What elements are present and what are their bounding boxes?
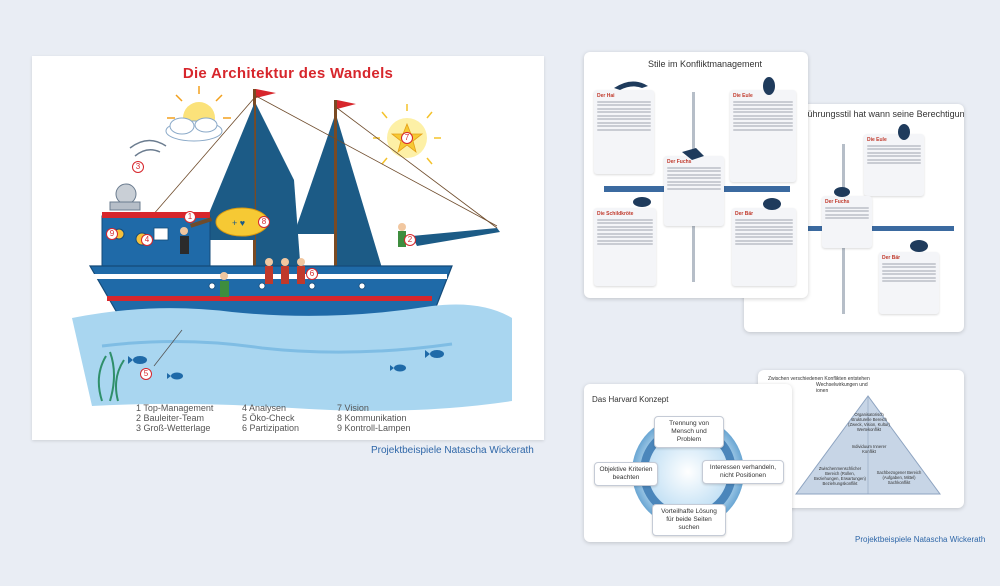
legend-column-1: 1 Top-Management 2 Baulei­ter-Team 3 Gro…	[136, 403, 213, 433]
owl-icon	[763, 77, 775, 95]
animal-card-turtle: Die Schildkröte	[594, 208, 656, 286]
pyramid-title: Zwischen verschiedenen Konflikten entste…	[768, 376, 870, 394]
pyramid-top-label: Organisatorisch strukturelle Bereich (Zw…	[848, 412, 890, 432]
legend-column-2: 4 Analysen 5 Öko-Check 6 Partizipation	[242, 403, 299, 433]
caption-left: Projektbeispiele Natascha Wickerath	[371, 445, 534, 456]
pyramid-right-label: Sachbezogener Bereich (Aufgaben, Mittel)…	[876, 470, 922, 485]
legend-column-3: 7 Vision 8 Kommunikation 9 Kontroll-Lamp…	[337, 403, 411, 433]
animal-card-fox: Der Fuchs	[822, 196, 872, 248]
caption-right: Projektbeispiele Natascha Wickerath	[855, 535, 986, 544]
leadership-card-title: Führungsstil hat wann seine Berechtigung…	[802, 109, 964, 119]
marker-8: 8	[258, 216, 270, 228]
marker-9: 9	[106, 228, 118, 240]
svg-text:+ ♥: + ♥	[232, 218, 245, 228]
radar-dish-icon	[109, 139, 167, 211]
legend-item: 1 Top-Management	[136, 403, 214, 413]
conflict-management-card: Stile im Konfliktmanagement Der Hai Die …	[584, 52, 808, 298]
legend-item: 5 Öko-Check	[242, 413, 295, 423]
animal-card-owl: Die Eule	[864, 134, 924, 196]
marker-7: 7	[401, 132, 413, 144]
harvard-box-solution: Vorteilhafte Lösung für beide Seiten suc…	[652, 504, 726, 536]
fox-icon	[834, 187, 850, 197]
marker-5: 5	[140, 368, 152, 380]
bear-icon	[763, 198, 781, 210]
harvard-concept-card: Das Harvard Konzept Trennung von Mensch …	[584, 384, 792, 542]
legend-item: 3 Groß-Wetterlage	[136, 423, 211, 433]
harvard-box-interests: Interessen verhandeln, nicht Positionen	[702, 460, 784, 484]
conflict-pyramid	[795, 395, 941, 495]
marker-2: 2	[404, 234, 416, 246]
harvard-box-separate: Trennung von Mensch und Problem	[654, 416, 724, 448]
conflict-pyramid-card: Zwischen verschiedenen Konflikten entste…	[758, 370, 964, 508]
pyramid-middle-label: Individuum Innerer Konflikt	[851, 444, 887, 454]
legend-item: 8 Kommunikation	[337, 413, 407, 423]
sun-cloud-icon	[165, 86, 231, 142]
conflict-card-title: Stile im Konfliktmanagement	[648, 59, 763, 69]
turtle-icon	[633, 197, 651, 207]
legend-item: 6 Partizipation	[242, 423, 300, 433]
legend-item: 2 Baulei­ter-Team	[136, 413, 205, 423]
harvard-card-title: Das Harvard Konzept	[592, 395, 669, 404]
marker-1: 1	[184, 211, 196, 223]
animal-card-bear: Der Bär	[879, 252, 939, 314]
fox-icon	[682, 148, 704, 160]
legend-item: 9 Kontroll-Lampen	[337, 423, 411, 433]
ship-title: Die Architektur des Wandels	[182, 65, 394, 82]
animal-card-shark: Der Hai	[594, 90, 654, 174]
shark-icon	[614, 81, 648, 90]
animal-card-owl: Die Eule	[730, 90, 796, 182]
marker-3: 3	[132, 161, 144, 173]
legend-item: 7 Vision	[337, 403, 369, 413]
animal-card-bear: Der Bär	[732, 208, 796, 286]
crew-figures	[180, 217, 406, 297]
pyramid-left-label: Zwischenmenschlicher Bereich (Rollen, Be…	[814, 466, 866, 486]
ship-illustration-panel: Die Architektur des Wandels	[32, 56, 544, 440]
bear-icon	[910, 240, 928, 252]
harvard-box-criteria: Objektive Kriterien beachten	[594, 462, 658, 486]
marker-6: 6	[306, 268, 318, 280]
legend-item: 4 Analysen	[242, 403, 287, 413]
ship-illustration: + ♥	[72, 86, 512, 411]
owl-icon	[898, 124, 910, 140]
animal-card-fox: Der Fuchs	[664, 156, 724, 226]
marker-4: 4	[141, 234, 153, 246]
